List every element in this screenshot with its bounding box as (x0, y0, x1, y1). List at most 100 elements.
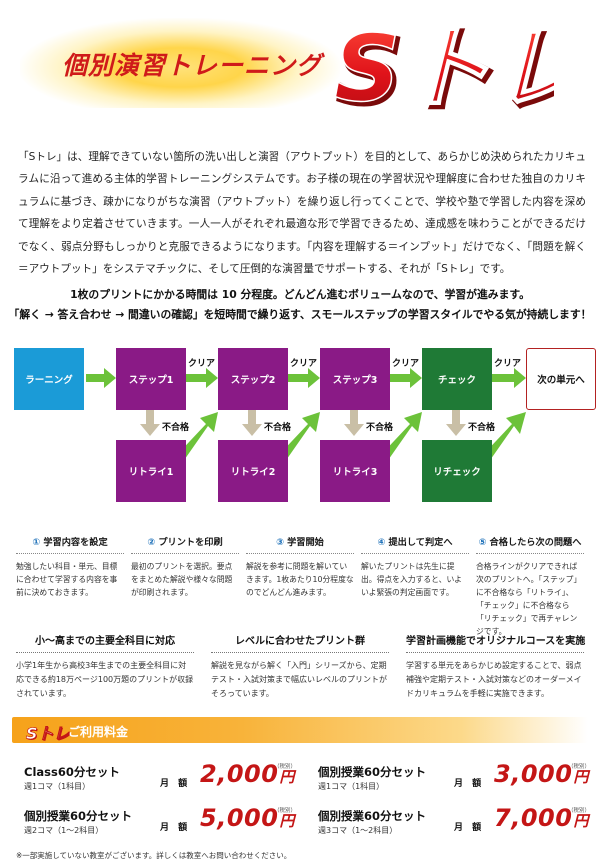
flow-retry2: リトライ2 (218, 440, 288, 502)
plan-price-yen: 円 (573, 812, 589, 830)
step-5: ⑤ 合格したら次の問題へ 合格ラインがクリアできれば次のプリントへ。「ステップ」… (476, 534, 584, 638)
pricing-header: Sトレ ご利用料金 (12, 717, 588, 743)
plan-price-value: 5,000 (200, 804, 279, 832)
feature-title: 小〜高までの主要全科目に対応 (16, 632, 194, 653)
feature-description: 小学1年生から高校3年生までの主要全科目に対応できる約18万ページ100万題のプ… (16, 661, 194, 698)
step-description: 解説を参考に問題を解いていきます。1枚あたり10分程度なのでどんどん進みます。 (246, 562, 354, 597)
feature-title: 学習計画機能でオリジナルコースを実施 (406, 632, 585, 653)
header: 個別演習トレーニング Sトレ Sトレ (0, 0, 600, 128)
fail-arrows (140, 406, 466, 436)
feature-description: 学習する単元をあらかじめ設定することで、弱点補強や定期テスト・入試対策などのオー… (406, 661, 582, 698)
step-number: ② (147, 537, 156, 548)
feature-3: 学習計画機能でオリジナルコースを実施 学習する単元をあらかじめ設定することで、弱… (406, 632, 585, 701)
feature-title: レベルに合わせたプリント群 (211, 632, 389, 653)
step-heading: ③ 学習開始 (246, 534, 354, 554)
step-number: ① (32, 537, 41, 548)
plan-individual-60-weekly1: 個別授業60分セット 週1コマ（1科目） 月 額 3,000円 （税別） (318, 760, 591, 804)
flow-check: チェック (422, 348, 492, 410)
flow-step2: ステップ2 (218, 348, 288, 410)
label-fail-4: 不合格 (468, 423, 496, 433)
plan-monthly-label: 月 額 (454, 823, 485, 833)
label-clear-1: クリア (188, 359, 216, 369)
arrow-check-recheck (446, 406, 466, 436)
plan-price-value: 2,000 (200, 760, 279, 788)
plan-price-value: 7,000 (494, 804, 573, 832)
step-heading: ① 学習内容を設定 (16, 534, 124, 554)
step-2: ② プリントを印刷 最初のプリントを選択。要点をまとめた解説や様々な問題が印刷さ… (131, 534, 239, 599)
step-title: 学習内容を設定 (43, 537, 108, 548)
step-heading: ⑤ 合格したら次の問題へ (476, 534, 584, 554)
label-fail-2: 不合格 (264, 423, 292, 433)
step-description: 勉強したい科目・単元、目標に合わせて学習する内容を事前に決めておきます。 (16, 562, 118, 597)
flow-next-unit: 次の単元へ (526, 348, 596, 410)
step-1: ① 学習内容を設定 勉強したい科目・単元、目標に合わせて学習する内容を事前に決め… (16, 534, 124, 599)
step-title: 学習開始 (287, 537, 324, 548)
plan-name: 個別授業60分セット (24, 809, 133, 823)
step-title: 合格したら次の問題へ (489, 537, 582, 548)
pricing-caption: ご利用料金 (68, 725, 129, 739)
flow-learning: ラーニング (14, 348, 84, 410)
feature-2: レベルに合わせたプリント群 解説を見ながら解く「入門」シリーズから、定期テスト・… (211, 632, 389, 701)
flow-retry3: リトライ3 (320, 440, 390, 502)
plan-individual-60-weekly2: 個別授業60分セット 週2コマ（1〜2科目） 月 額 5,000円 （税別） (24, 804, 297, 848)
svg-text:Sトレ: Sトレ (334, 15, 554, 118)
step-number: ④ (377, 537, 386, 548)
feature-1: 小〜高までの主要全科目に対応 小学1年生から高校3年生までの主要全科目に対応でき… (16, 632, 194, 701)
features: 小〜高までの主要全科目に対応 小学1年生から高校3年生までの主要全科目に対応でき… (16, 632, 585, 710)
footnote: ※一部実施していない教室がございます。詳しくは教室へお問い合わせください。 (16, 851, 292, 860)
plan-price-yen: 円 (279, 768, 295, 786)
step-heading: ④ 提出して判定へ (361, 534, 469, 554)
label-fail-3: 不合格 (366, 423, 394, 433)
title-glow (20, 18, 340, 108)
plan-frequency: 週3コマ（1〜2科目） (318, 826, 398, 835)
arrow-learning-step1 (86, 368, 116, 388)
intro-text: 「Sトレ」は、理解できていない箇所の洗い出しと演習（アウトプット）を目的として、… (18, 151, 586, 276)
plan-price-value: 3,000 (494, 760, 573, 788)
plan-class-60-weekly1: Class60分セット 週1コマ（1科目） 月 額 2,000円 （税別） (24, 760, 297, 804)
flow-recheck: リチェック (422, 440, 492, 502)
arrow-step2-step3 (288, 368, 320, 388)
plan-name: 個別授業60分セット (318, 809, 427, 823)
step-number: ⑤ (478, 537, 487, 548)
plan-monthly-label: 月 額 (160, 779, 191, 789)
flow-step3: ステップ3 (320, 348, 390, 410)
label-fail-1: 不合格 (162, 423, 190, 433)
step-description: 合格ラインがクリアできれば次のプリントへ。「ステップ」に不合格なら「リトライ」、… (476, 562, 582, 636)
plan-tax-note: （税別） (274, 764, 297, 770)
svg-text:Sトレ: Sトレ (337, 18, 554, 118)
plan-frequency: 週1コマ（1科目） (24, 782, 91, 791)
lead-line-2: 「解く → 答え合わせ → 間違いの確認」を短時間で繰り返す、スモールステップの… (8, 308, 592, 321)
plan-price: 2,000円 (200, 760, 295, 788)
plan-tax-note: （税別） (568, 808, 591, 814)
plan-price-yen: 円 (279, 812, 295, 830)
label-clear-2: クリア (290, 359, 318, 369)
plan-name: 個別授業60分セット (318, 765, 427, 779)
arrow-step3-check (390, 368, 422, 388)
arrow-step1-step2 (186, 368, 218, 388)
s-tore-logo: Sトレ Sトレ (333, 14, 554, 118)
arrow-check-next (492, 368, 526, 388)
arrow-step1-retry1 (140, 406, 160, 436)
flow-retry1: リトライ1 (116, 440, 186, 502)
plan-price-yen: 円 (573, 768, 589, 786)
step-4: ④ 提出して判定へ 解いたプリントは先生に提出。得点を入力すると、いよいよ緊張の… (361, 534, 469, 599)
plan-individual-60-weekly3: 個別授業60分セット 週3コマ（1〜2科目） 月 額 7,000円 （税別） (318, 804, 591, 848)
plan-tax-note: （税別） (274, 808, 297, 814)
arrow-step3-retry3 (344, 406, 364, 436)
step-title: プリントを印刷 (158, 537, 223, 548)
page-title: 個別演習トレーニング (62, 51, 323, 80)
label-clear-4: クリア (494, 359, 522, 369)
flow-step1: ステップ1 (116, 348, 186, 410)
usage-steps: ① 学習内容を設定 勉強したい科目・単元、目標に合わせて学習する内容を事前に決め… (16, 534, 584, 636)
step-number: ③ (276, 537, 284, 548)
step-3: ③ 学習開始 解説を参考に問題を解いていきます。1枚あたり10分程度なのでどんど… (246, 534, 354, 599)
arrow-step2-retry2 (242, 406, 262, 436)
step-description: 解いたプリントは先生に提出。得点を入力すると、いよいよ緊張の判定画面です。 (361, 562, 462, 597)
plan-tax-note: （税別） (568, 764, 591, 770)
step-heading: ② プリントを印刷 (131, 534, 239, 554)
plan-frequency: 週1コマ（1科目） (318, 782, 385, 791)
lead-line-1: 1枚のプリントにかかる時間は 10 分程度。どんどん進むボリュームなので、学習が… (70, 288, 530, 301)
plan-monthly-label: 月 額 (160, 823, 191, 833)
plan-price: 7,000円 (494, 804, 589, 832)
feature-description: 解説を見ながら解く「入門」シリーズから、定期テスト・入試対策まで幅広いレベルのプ… (211, 661, 387, 698)
